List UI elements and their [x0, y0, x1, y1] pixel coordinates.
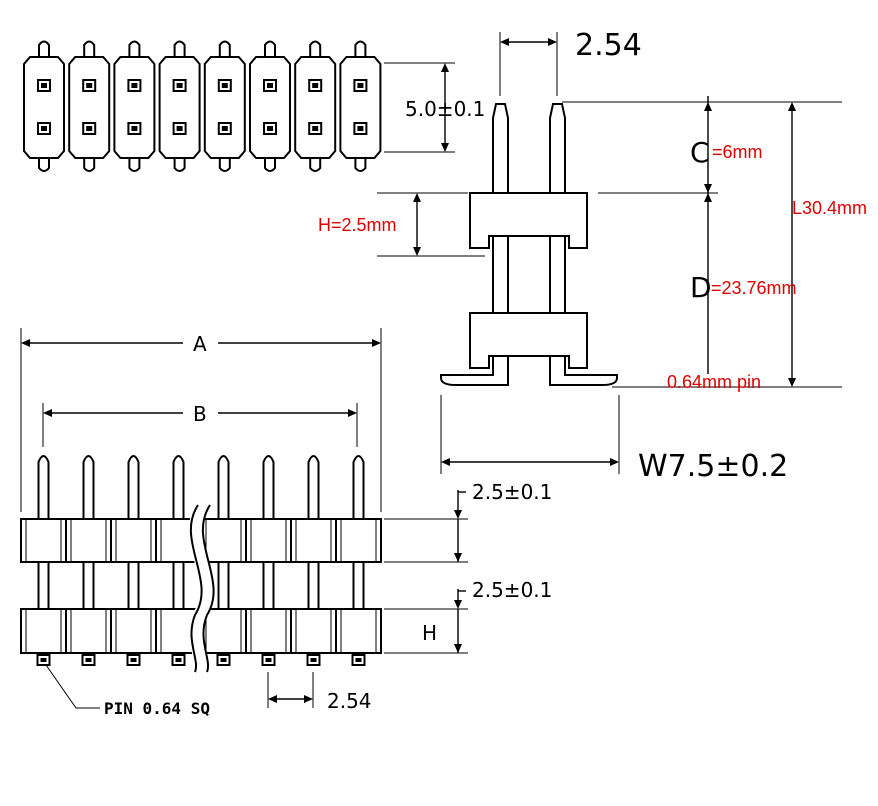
front-view-pin-column — [65, 455, 112, 666]
dim-b: B — [193, 402, 207, 426]
label-d-value: =23.76mm — [711, 278, 797, 298]
dim-pitch-top: 2.54 — [575, 28, 642, 63]
front-view-pin-column — [110, 455, 157, 666]
top-view-pin-cell — [249, 40, 291, 172]
top-view — [23, 40, 455, 172]
dim-width: W7.5±0.2 — [638, 449, 788, 484]
front-view-pins — [20, 455, 382, 666]
top-view-pin-cell — [339, 40, 382, 172]
top-view-pin-cell — [203, 40, 246, 172]
dim-body-lower: 2.5±0.1 — [472, 578, 552, 602]
dim-pin-length: 5.0±0.1 — [405, 97, 485, 121]
top-view-pin-cell — [294, 40, 337, 172]
top-view-pin-cell — [68, 40, 111, 172]
top-view-pin-cell — [23, 40, 65, 172]
dim-body-upper: 2.5±0.1 — [472, 480, 552, 504]
front-view-pin-column — [290, 455, 337, 666]
pin-note: PIN 0.64 SQ — [104, 699, 210, 718]
side-pin-right — [549, 103, 618, 386]
lower-insulator — [469, 312, 588, 369]
upper-insulator — [469, 192, 588, 249]
label-h: H=2.5mm — [318, 215, 397, 235]
label-pin: 0.64mm pin — [667, 372, 761, 392]
front-view-pin-column — [335, 455, 382, 666]
dim-h: H — [422, 621, 437, 645]
label-d-letter: D — [690, 271, 712, 304]
side-pin-left — [440, 103, 509, 386]
front-view-pin-column — [20, 455, 67, 666]
label-c-letter: C — [690, 136, 710, 169]
top-view-pin-cell — [158, 40, 201, 172]
side-view: 2.54 5.0±0.1 H=2.5mm C =6mm L30.4mm D =2… — [318, 28, 867, 484]
front-view: A B 2.5±0.1 2.5±0.1 H — [20, 328, 552, 718]
top-view-pins — [23, 40, 382, 172]
top-view-pin-cell — [113, 40, 156, 172]
label-c-value: =6mm — [712, 142, 763, 162]
front-view-pin-column — [245, 455, 292, 666]
dim-a: A — [193, 332, 207, 356]
dim-pitch-bottom: 2.54 — [327, 689, 372, 713]
label-l: L30.4mm — [792, 198, 867, 218]
